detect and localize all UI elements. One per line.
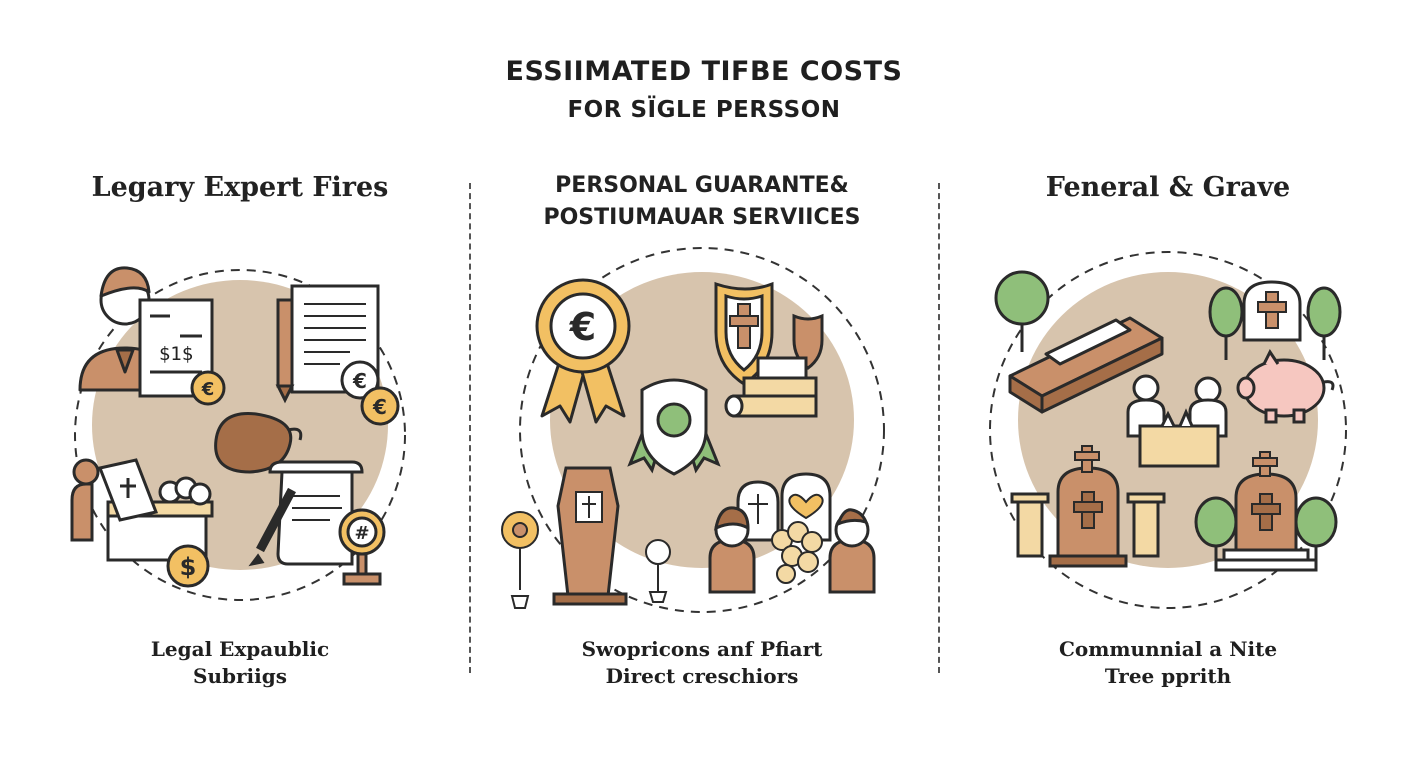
- coin-symbol: $: [180, 553, 197, 581]
- scroll-document-icon: [248, 460, 364, 567]
- contract-document-icon: [275, 284, 380, 404]
- euro-coin-icon: €: [190, 370, 226, 406]
- funeral-grave-svg: [989, 251, 1347, 609]
- dashed-ring: [519, 247, 885, 613]
- coin-symbol: €: [372, 395, 387, 419]
- funeral-grave-illustration: [948, 240, 1388, 620]
- legal-fees-illustration: $1$ € € €: [20, 240, 460, 620]
- seal-symbol: #: [354, 523, 369, 544]
- column-title: Legary Expert Fires: [91, 172, 389, 203]
- column-caption: Legal Expaublic Subriigs: [20, 636, 460, 690]
- column-caption: Swopricons anf Pfiart Direct creschiors: [482, 636, 922, 690]
- dashed-ring: [74, 269, 406, 601]
- casket-arrangement-icon: [70, 458, 214, 562]
- dashed-ring: [989, 251, 1347, 609]
- caption-line: Communnial a Nite: [1058, 637, 1278, 661]
- guarantee-services-svg: €: [501, 247, 885, 613]
- column-funeral-grave: Feneral & Grave: [948, 0, 1388, 768]
- money-bag-icon: [214, 412, 303, 474]
- coin-symbol: €: [352, 369, 367, 393]
- cross-headstone-icon: [1242, 280, 1302, 342]
- caption-line: Tree pprith: [1104, 664, 1232, 688]
- euro-rosette-badge-icon: €: [535, 278, 631, 424]
- column-caption: Communnial a Nite Tree pprith: [948, 636, 1388, 690]
- family-at-table-icon: [1126, 374, 1228, 468]
- caption-line: Direct creschiors: [605, 664, 799, 688]
- caption-line: Swopricons anf Pfiart: [581, 637, 823, 661]
- guarantee-services-illustration: €: [482, 240, 922, 620]
- euro-coins-stack-icon: € €: [340, 360, 400, 426]
- coin-symbol: €: [201, 379, 215, 400]
- column-divider-2: [938, 183, 940, 673]
- piggy-bank-icon: [1236, 349, 1335, 424]
- main-title: ESSIIMATED TIFBE COSTS: [505, 56, 903, 87]
- small-shield-icon: [792, 313, 824, 370]
- column-legal-fees: Legary Expert Fires $1$ €: [20, 0, 460, 768]
- green-shield-icon: [627, 378, 721, 476]
- title-line: PERSONAL GUARANTE&: [555, 173, 849, 198]
- legal-fees-svg: $1$ € € €: [70, 266, 406, 601]
- column-title: PERSONAL GUARANTE& POSTIUMAUAR SERVIICES: [482, 170, 922, 234]
- bouquet-icon: [771, 521, 823, 584]
- notary-seal-icon: #: [338, 508, 386, 586]
- sunflower-icon: [501, 511, 539, 609]
- badge-symbol: €: [569, 305, 596, 349]
- main-subtitle: FOR SÏGLE PERSSON: [567, 97, 841, 123]
- bill-amount-text: $1$: [159, 343, 193, 365]
- tree-icon: [1208, 286, 1342, 360]
- casket-icon: [1008, 316, 1164, 414]
- title-line: POSTIUMAUAR SERVIICES: [543, 205, 861, 230]
- tree-icon: [994, 270, 1050, 352]
- column-title: Feneral & Grave: [1045, 172, 1291, 203]
- column-divider-1: [469, 183, 471, 673]
- tomb-with-columns-icon: [1010, 445, 1166, 568]
- dollar-coin-icon: $: [166, 544, 210, 588]
- tomb-with-trees-icon: [1194, 451, 1338, 572]
- mourners-icon: [708, 506, 876, 594]
- caption-line: Subriigs: [193, 664, 287, 688]
- caption-line: Legal Expaublic: [150, 637, 330, 661]
- column-guarantee-services: PERSONAL GUARANTE& POSTIUMAUAR SERVIICES…: [482, 0, 922, 768]
- white-flower-icon: [645, 539, 671, 603]
- scroll-rolls-icon: [724, 356, 818, 418]
- coffin-icon: [552, 466, 628, 606]
